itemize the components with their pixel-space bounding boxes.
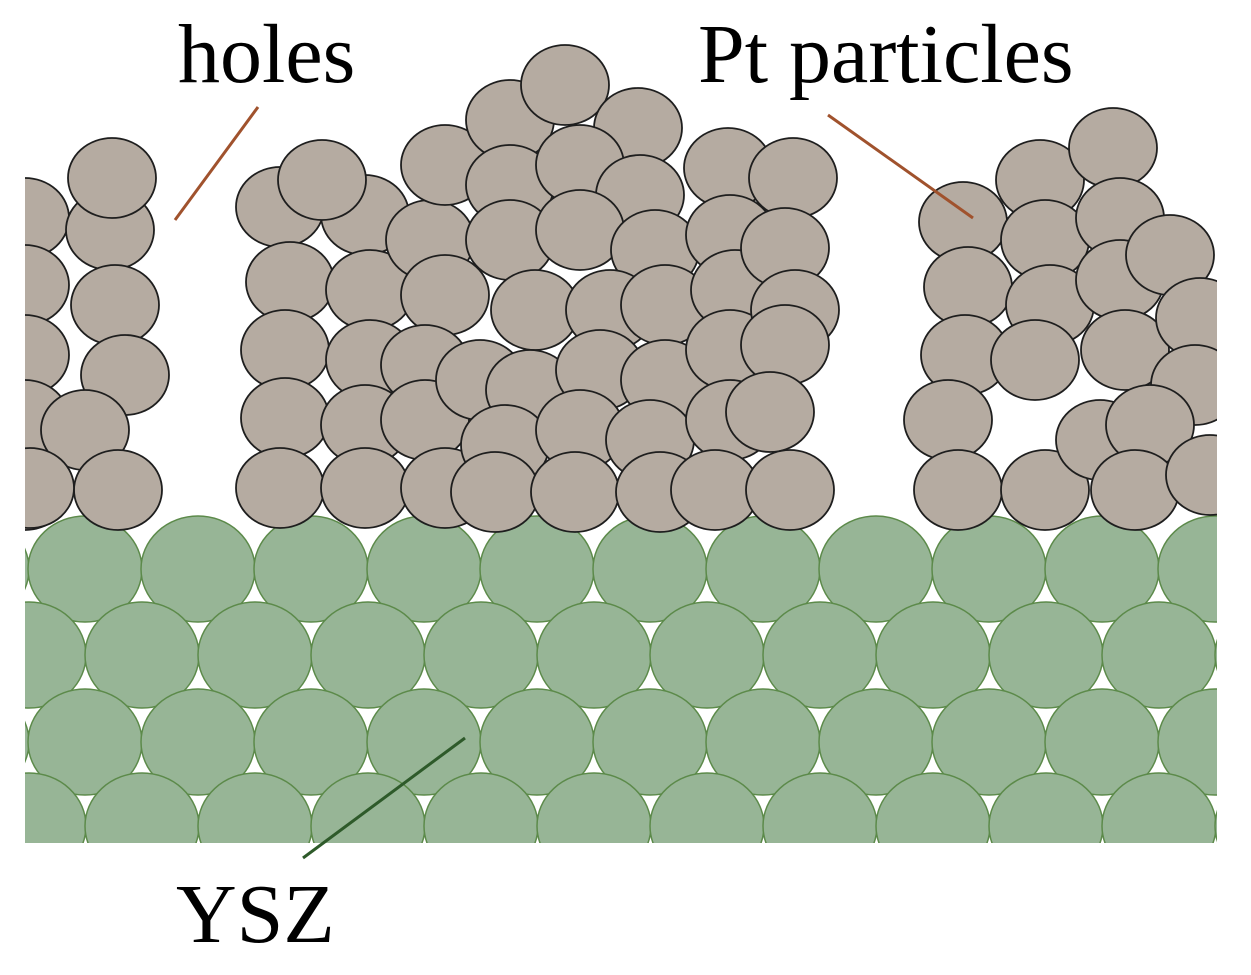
pt-particle xyxy=(1068,107,1158,189)
pt-particle xyxy=(740,304,830,386)
pt-particle xyxy=(450,451,540,533)
pt-particles-leader-line xyxy=(827,113,974,220)
pt-particle xyxy=(748,137,838,219)
ysz-grain xyxy=(1214,809,1217,843)
pt-particle xyxy=(520,44,610,126)
ysz-substrate xyxy=(25,515,1217,843)
ysz-grain xyxy=(1214,638,1217,672)
ysz-grain xyxy=(536,772,652,843)
pt-particle xyxy=(530,451,620,533)
pt-particle xyxy=(1165,434,1217,516)
ysz-grain xyxy=(988,772,1104,843)
pt-particle xyxy=(25,447,75,529)
pt-particle xyxy=(903,379,993,461)
pt-particle xyxy=(67,137,157,219)
ysz-grain xyxy=(1157,688,1217,796)
pt-particle xyxy=(1090,449,1180,531)
ysz-grain xyxy=(25,547,30,591)
pt-particle xyxy=(1080,309,1170,391)
pt-particle xyxy=(277,139,367,221)
ysz-leader-line xyxy=(302,736,466,860)
ysz-grain xyxy=(875,772,991,843)
pt-particle xyxy=(25,244,70,326)
pt-particle xyxy=(73,449,163,531)
ysz-grain xyxy=(197,772,313,843)
ysz-grain xyxy=(649,772,765,843)
ysz-grain xyxy=(310,772,426,843)
pt-particle xyxy=(320,447,410,529)
pt-particle xyxy=(25,314,70,396)
pt-particles-label: Pt particles xyxy=(698,8,1074,101)
ysz-grain xyxy=(25,720,30,764)
ysz-grain xyxy=(1101,772,1217,843)
pt-particle xyxy=(400,254,490,336)
pt-particle xyxy=(725,371,815,453)
pt-particle xyxy=(235,447,325,529)
holes-label: holes xyxy=(178,8,355,101)
pt-particle xyxy=(1000,449,1090,531)
ysz-grain xyxy=(84,772,200,843)
pt-particle xyxy=(913,449,1003,531)
pt-particle xyxy=(70,264,160,346)
pt-particle xyxy=(745,449,835,531)
pt-particle-layer xyxy=(25,44,1217,533)
pt-particle xyxy=(535,189,625,271)
holes-leader-line xyxy=(173,106,260,221)
ysz-grain xyxy=(1157,515,1217,623)
leader-lines xyxy=(173,106,974,860)
pt-particle xyxy=(990,319,1080,401)
pt-particle xyxy=(240,377,330,459)
labels: holes Pt particles YSZ xyxy=(176,8,1074,961)
ysz-label: YSZ xyxy=(176,868,335,961)
ysz-grain xyxy=(423,772,539,843)
ysz-grain xyxy=(762,772,878,843)
